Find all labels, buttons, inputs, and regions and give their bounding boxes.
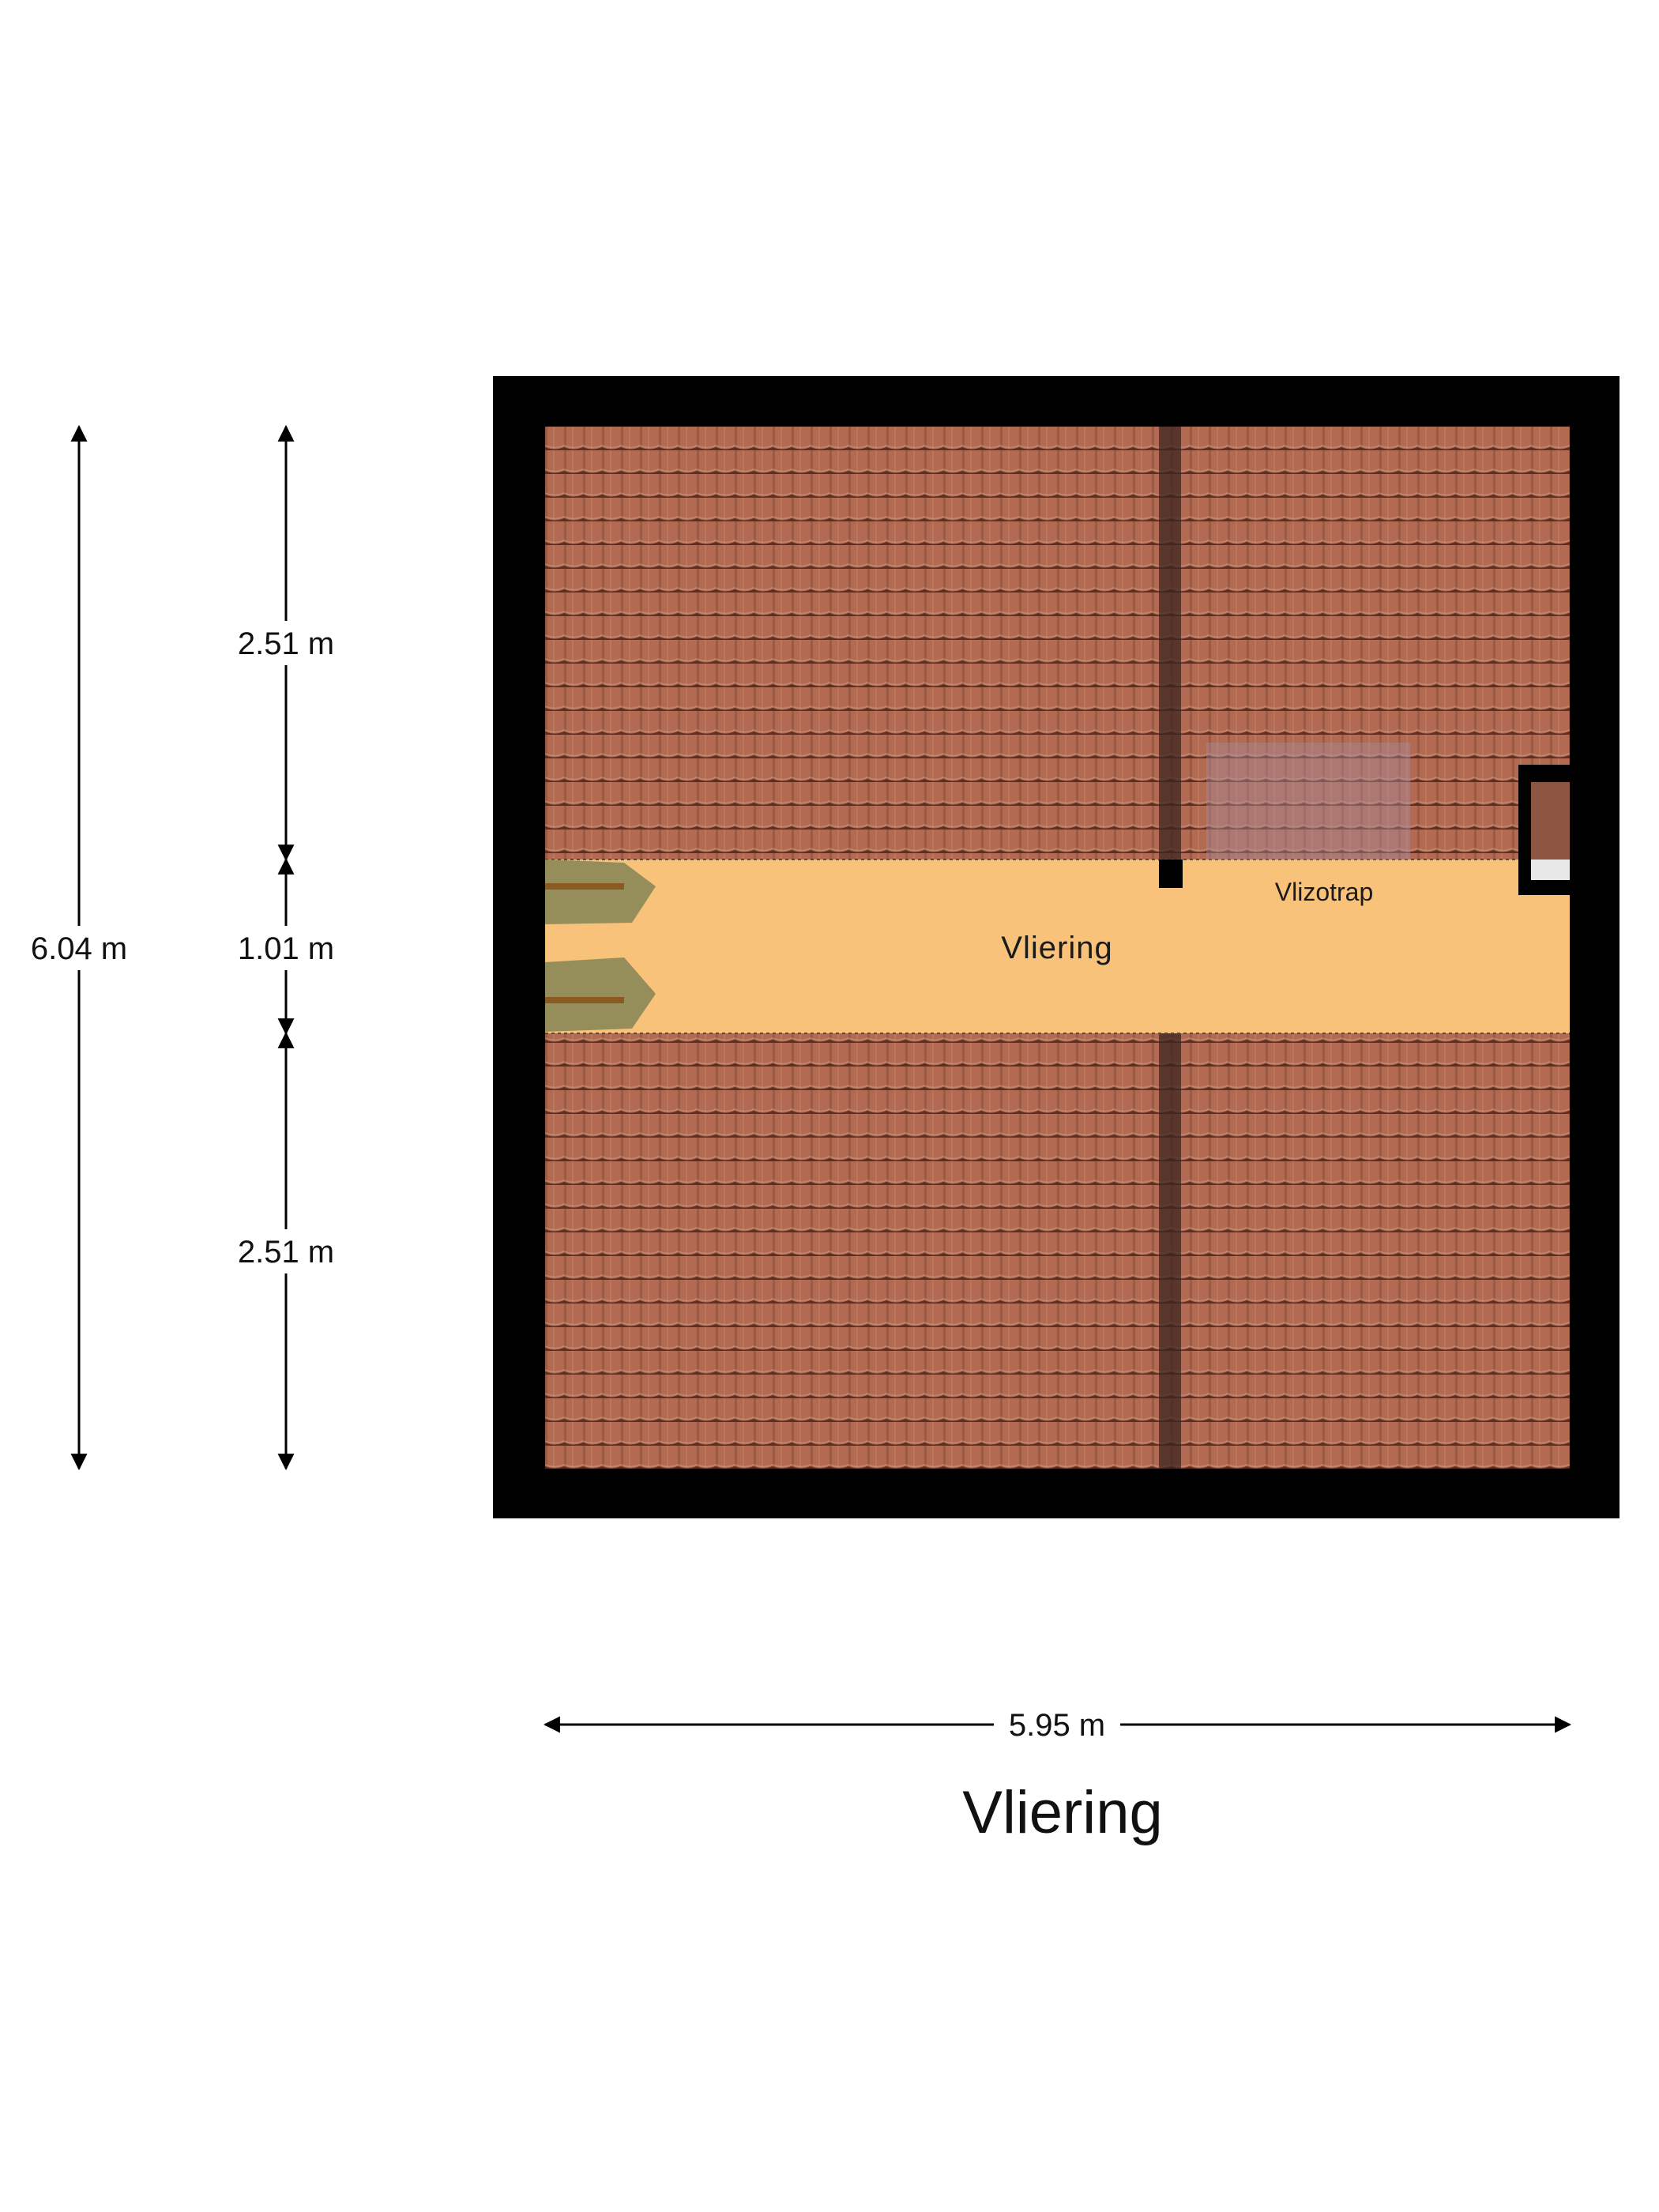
- dim-total-height-label: 6.04 m: [31, 931, 127, 966]
- dim-middle-floor-label: 1.01 m: [238, 931, 334, 966]
- dim-total-width-label: 5.95 m: [1009, 1708, 1105, 1743]
- lower-roof-tiles: [545, 1033, 1570, 1469]
- upper-roof-tiles: [545, 427, 1570, 860]
- floor-title: Vliering: [962, 1779, 1162, 1846]
- ridge-beam-lower: [1159, 1033, 1181, 1469]
- ridge-beam-upper: [1159, 427, 1181, 860]
- furniture-box-2: [545, 957, 656, 1032]
- dim-lower-roof-label: 2.51 m: [238, 1235, 334, 1270]
- furniture-box-1: [545, 860, 656, 924]
- hatch-opening: [1206, 743, 1410, 860]
- room-label-vliering: Vliering: [1001, 931, 1112, 965]
- room-label-vlizotrap: Vlizotrap: [1275, 878, 1374, 906]
- column-post: [1159, 860, 1183, 888]
- dim-upper-roof-label: 2.51 m: [238, 626, 334, 661]
- floor-area: [545, 860, 1570, 1033]
